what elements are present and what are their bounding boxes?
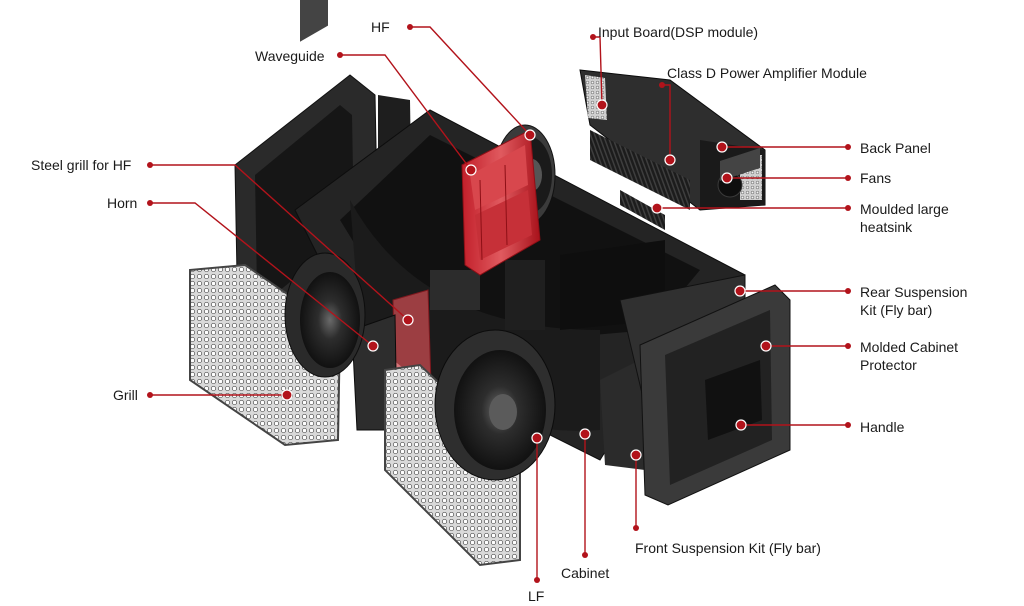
woofer-left [284,252,366,378]
label-input-board: Input Board(DSP module) [598,24,759,40]
label-back-panel: Back Panel [860,140,931,156]
grill-center [384,363,521,567]
label-grill: Grill [113,387,138,403]
label-fans: Fans [860,170,892,186]
label-cabinet: Cabinet [561,565,610,581]
label-horn: Horn [107,195,138,211]
label-handle: Handle [860,419,905,435]
label-hf: HF [371,19,390,35]
callout-dots [147,24,851,583]
label-heatsink: Moulded large heatsink [860,201,949,235]
label-waveguide: Waveguide [255,48,325,64]
callout-leaders [150,26,848,580]
label-class-d-amplifier: Class D Power Amplifier Module [667,65,867,81]
lf-woofer [434,329,556,481]
label-steel-grill-hf: Steel grill for HF [31,157,132,173]
waveguide-red [461,129,541,276]
label-rear-suspension: Rear Suspension Kit (Fly bar) [860,284,968,318]
label-lf: LF [528,588,545,604]
label-front-suspension: Front Suspension Kit (Fly bar) [635,540,821,556]
label-cabinet-protector: Molded Cabinet Protector [860,339,959,373]
right-protector-frame [639,148,791,506]
